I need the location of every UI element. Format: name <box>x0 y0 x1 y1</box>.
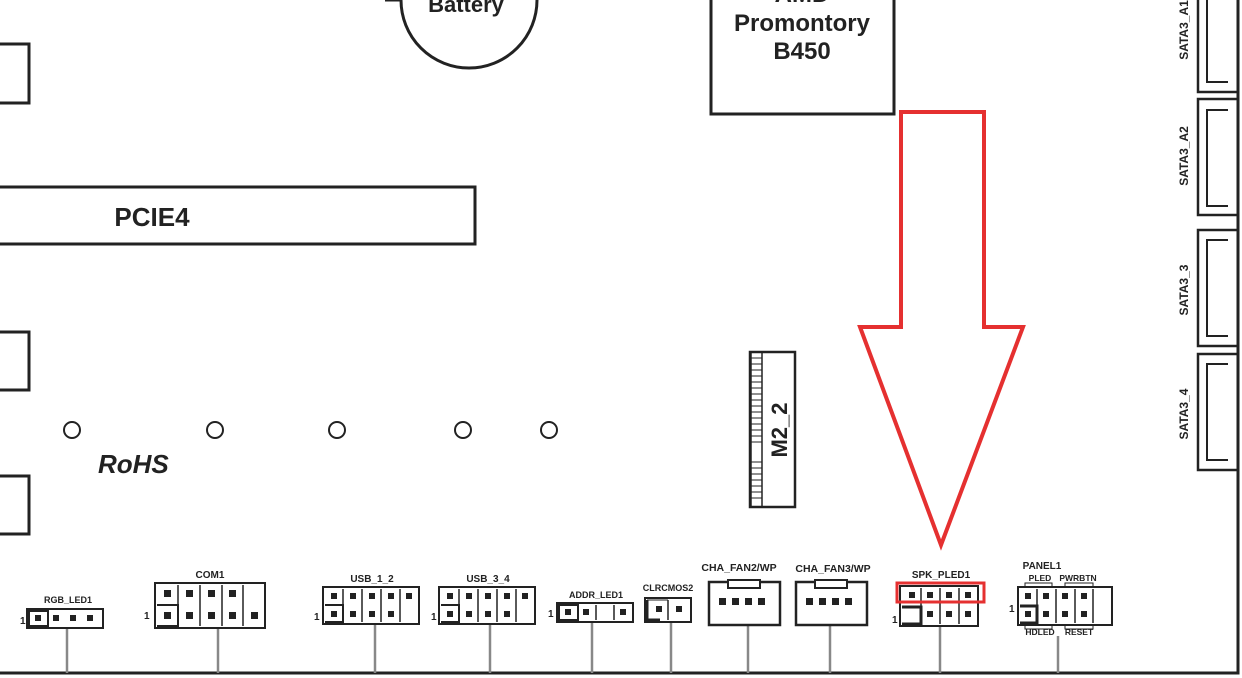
sata-label-1: SATA3_A1 <box>1177 0 1191 60</box>
m2-label: M2_2 <box>767 402 792 457</box>
chipset-label-1: AMD <box>775 0 830 8</box>
clrcmos-label: CLRCMOS2 <box>643 583 694 593</box>
pin1-marker: 1 <box>1009 604 1015 615</box>
cha-fan3-label: CHA_FAN3/WP <box>795 563 870 575</box>
mount-hole <box>328 421 346 439</box>
chipset: AMD Promontory B450 <box>709 0 896 116</box>
mount-hole <box>63 421 81 439</box>
chipset-label-3: B450 <box>773 38 830 65</box>
sata-label-4: SATA3_4 <box>1177 388 1191 439</box>
cha-fan2-header: CHA_FAN2/WP <box>701 562 782 627</box>
pcie-label: PCIE4 <box>114 202 190 232</box>
clrcmos-header: CLRCMOS2 <box>643 583 694 623</box>
highlight-box <box>895 581 986 604</box>
left-slot-2 <box>0 330 31 392</box>
usb12-label: USB_1_2 <box>350 574 394 585</box>
rgb-led-header: RGB_LED1 1 <box>20 595 104 629</box>
addr-led-header: ADDR_LED1 1 <box>548 590 634 623</box>
cha-fan2-label: CHA_FAN2/WP <box>701 562 776 574</box>
pwrbtn-label: PWRBTN <box>1059 573 1096 583</box>
rgb-led-label: RGB_LED1 <box>44 595 92 605</box>
usb34-label: USB_3_4 <box>466 574 510 585</box>
rohs-label: RoHS <box>98 449 169 479</box>
pin1-marker: 1 <box>548 609 554 620</box>
hdled-label: HDLED <box>1025 627 1054 637</box>
chipset-label-2: Promontory <box>734 10 871 37</box>
sata-port-4: SATA3_4 <box>1177 352 1240 472</box>
usb12-header: USB_1_2 1 <box>314 574 420 625</box>
sata-port-2: SATA3_A2 <box>1177 97 1240 217</box>
pin1-marker: 1 <box>20 616 26 627</box>
sata-port-3: SATA3_3 <box>1177 228 1240 348</box>
pin1-marker: 1 <box>431 612 437 623</box>
battery: Battery <box>385 0 539 70</box>
sata-port-1: SATA3_A1 <box>1177 0 1240 94</box>
leader-lines <box>65 622 1060 673</box>
com-label: COM1 <box>196 570 225 581</box>
battery-label: Battery <box>428 0 505 17</box>
sata-label-3: SATA3_3 <box>1177 264 1191 315</box>
pled-label: PLED <box>1029 573 1052 583</box>
pcie-slot: PCIE4 <box>0 185 477 246</box>
pin1-marker: 1 <box>892 615 898 626</box>
mount-hole <box>540 421 558 439</box>
spk-pled-header: SPK_PLED1 1 <box>892 570 986 627</box>
mount-hole <box>454 421 472 439</box>
panel-label: PANEL1 <box>1023 561 1062 572</box>
left-slot-3 <box>0 474 31 536</box>
com-header: COM1 1 <box>144 570 266 629</box>
pin1-marker: 1 <box>314 612 320 623</box>
cha-fan3-header: CHA_FAN3/WP <box>794 563 871 627</box>
mounting-holes <box>63 421 558 439</box>
pin1-marker: 1 <box>144 611 150 622</box>
m2-slot: M2_2 <box>748 350 797 509</box>
highlight-arrow <box>857 110 1026 551</box>
addr-led-label: ADDR_LED1 <box>569 590 623 600</box>
spk-pled-label: SPK_PLED1 <box>912 570 971 581</box>
left-slot-1 <box>0 42 31 105</box>
reset-label: RESET <box>1065 627 1094 637</box>
usb34-header: USB_3_4 1 <box>431 574 536 625</box>
sata-label-2: SATA3_A2 <box>1177 126 1191 186</box>
sata-ports: SATA3_A1 SATA3_A2 SATA3_3 SATA3_4 <box>1177 0 1240 472</box>
mount-hole <box>206 421 224 439</box>
panel-header: PANEL1 PLED PWRBTN 1 HDLED RESET <box>1009 561 1113 637</box>
